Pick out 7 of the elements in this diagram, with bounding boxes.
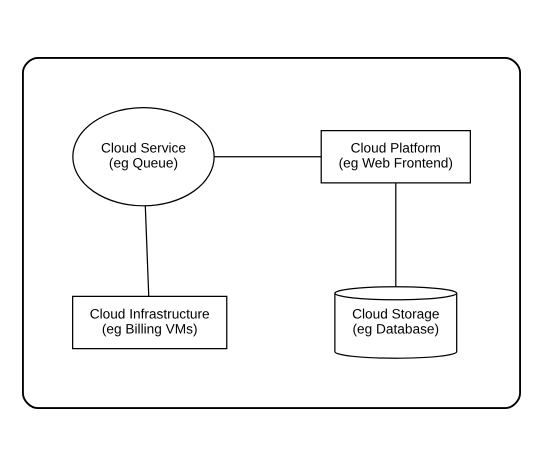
connector xyxy=(144,206,150,296)
cluster xyxy=(22,56,521,410)
node-box: Cloud Platform (eg Web Frontend) xyxy=(320,130,471,184)
node-ellipse: Cloud Service (eg Queue) xyxy=(72,107,215,206)
connector xyxy=(214,156,322,158)
node-box: Cloud Infrastructure (eg Billing VMs) xyxy=(72,296,228,350)
connector xyxy=(395,183,396,287)
